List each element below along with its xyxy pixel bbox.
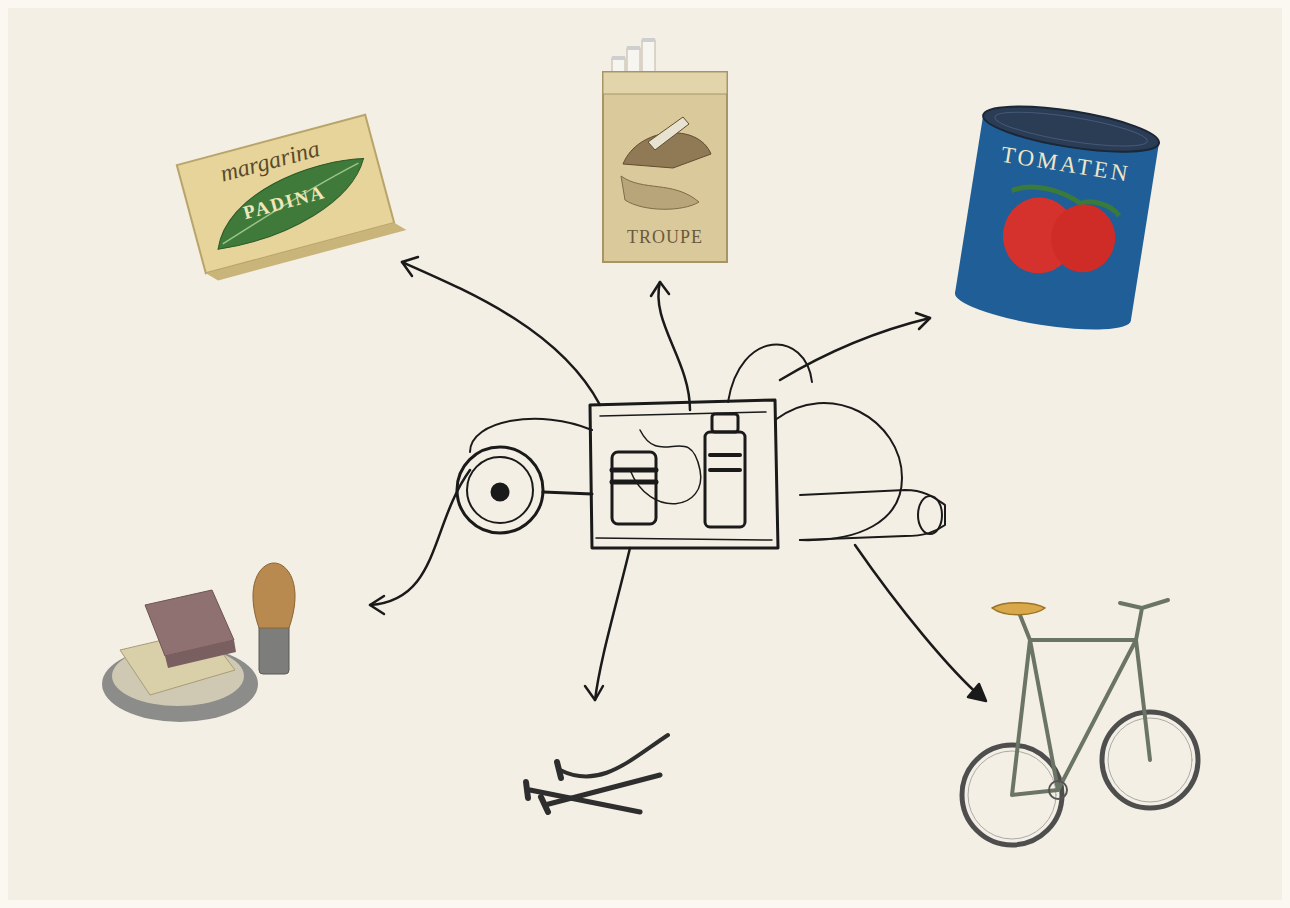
arrow-line [370,470,470,605]
tomato-can: TOMATEN [952,97,1162,338]
arrow-head [402,257,418,276]
jar-sketch [712,414,738,432]
jar-sketch [705,432,745,527]
product-name: TROUPE [627,228,703,246]
cigarette-tip [612,56,625,60]
bicycle-saddle [992,603,1045,615]
brush-handle [259,624,289,674]
central-sketch [457,345,945,548]
wheel-sketch [457,447,543,533]
bottle-sketch [800,490,945,540]
pack-face [603,72,727,262]
arrow-head [968,684,986,701]
margarine-box: margarinaPADINA [177,115,394,274]
arrow-line [780,318,930,380]
cigarette-tip [627,46,640,50]
bicycle-frame [1020,600,1168,760]
arrow-head [585,686,603,700]
node-outline [952,97,1162,338]
cigarette-pack: TROUPE [603,72,727,262]
string-sketch [728,345,812,402]
arrow-line [658,282,690,410]
pack-illustration [621,176,699,209]
axle-sketch [543,492,592,494]
string-sketch [775,403,902,540]
arrow-head [651,282,669,296]
cigarette-tip [642,38,655,42]
crate-sketch [596,412,772,540]
bicycle [962,600,1198,845]
jar-sketch [710,455,740,470]
soap-bar [165,640,236,668]
pack-lid [603,72,727,94]
bicycle-crank [1049,781,1067,799]
can-sketch [612,452,656,524]
wheel-sketch [467,457,533,523]
crate-sketch [590,400,778,548]
arrow-head [916,313,930,329]
bottle-sketch [918,496,942,534]
box-face [177,115,394,274]
arrows [370,257,986,701]
pack-illustration [648,117,689,150]
string-sketch [470,419,592,452]
arrow-line [595,548,630,700]
bicycle-frame [1012,640,1136,795]
wheel-hub [492,484,508,500]
arrow-line [855,545,982,698]
string-sketch [630,430,701,504]
arrow-line [402,262,600,405]
can-bottom [952,275,1133,338]
nail [560,735,668,777]
brush-bristles [253,563,295,628]
shaving-set [102,563,295,722]
nails [526,735,668,812]
can-sketch [612,470,656,482]
nail-head [526,762,561,812]
arrow-head [370,596,384,614]
tomato-picture [1046,200,1120,277]
